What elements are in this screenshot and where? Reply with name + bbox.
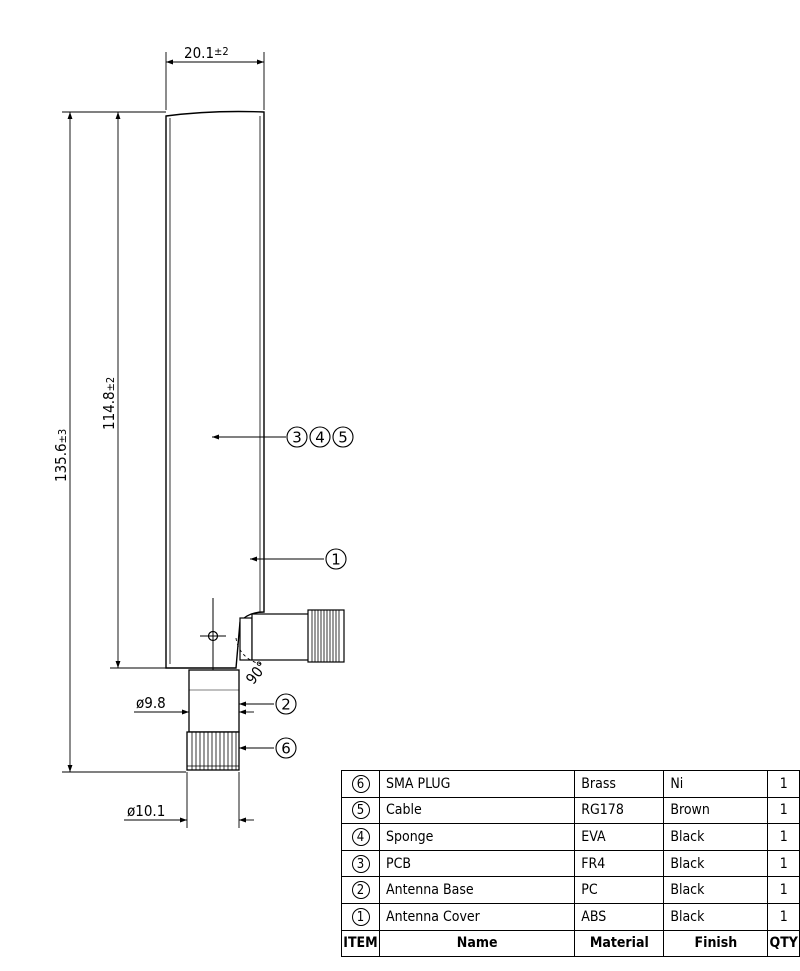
callout-6-num: 6 [281, 740, 291, 758]
bom-row: 2 Antenna Base PC Black 1 [341, 876, 800, 904]
bom-qty: 1 [767, 849, 800, 878]
dim-base-dia-label: ø9.8 [136, 694, 166, 712]
dim-cover-length-label: 114.8±2 [100, 377, 118, 430]
bom-name: Antenna Cover [378, 902, 576, 931]
bom-row: 6 SMA PLUG Brass Ni 1 [341, 770, 800, 798]
bom-qty: 1 [767, 770, 800, 798]
bom-name: Antenna Base [378, 876, 576, 904]
callout-2-num: 2 [281, 696, 291, 714]
dim-width-label: 20.1±2 [184, 44, 229, 62]
item-number: 6 [351, 774, 370, 793]
bom-material: EVA [574, 823, 665, 851]
angle-label: 90° [242, 658, 271, 688]
item-number: 2 [351, 881, 370, 900]
bom-finish: Black [663, 902, 769, 931]
bom-material: ABS [574, 902, 665, 931]
callout-1-num: 1 [331, 551, 341, 569]
item-number: 1 [351, 907, 370, 926]
dim-total-length [62, 111, 186, 773]
hinge-pivot [200, 598, 226, 680]
item-number: 4 [351, 827, 370, 846]
bom-header-finish: Finish [663, 929, 769, 958]
dim-total-length-label: 135.6±3 [52, 429, 70, 482]
bom-qty: 1 [767, 796, 800, 825]
bom-row: 1 Antenna Cover ABS Black 1 [341, 902, 800, 931]
callout-1: 1 [250, 548, 347, 570]
dim-plug-dia-label: ø10.1 [127, 802, 165, 820]
sma-plug [186, 731, 240, 771]
bom-header-row: ITEM Name Material Finish QTY [341, 929, 800, 958]
item-number: 5 [351, 801, 370, 820]
bill-of-materials: 6 SMA PLUG Brass Ni 1 5 Cable RG178 Brow… [341, 770, 800, 958]
bom-header-qty: QTY [767, 929, 800, 958]
bom-row: 5 Cable RG178 Brown 1 [341, 796, 800, 825]
bom-material: RG178 [574, 796, 665, 825]
callout-4-num: 4 [315, 429, 325, 447]
bom-finish: Black [663, 849, 769, 878]
bom-material: PC [574, 876, 665, 904]
antenna-base [188, 669, 240, 733]
bom-material: FR4 [574, 849, 665, 878]
bom-name: Sponge [378, 823, 576, 851]
bom-header-item: ITEM [341, 929, 380, 958]
callout-345: 3 4 5 [212, 426, 354, 448]
dim-plug-dia [124, 772, 254, 828]
bom-name: PCB [378, 849, 576, 878]
callout-3-num: 3 [292, 429, 302, 447]
bom-header-name: Name [378, 929, 576, 958]
dim-cover-length [110, 111, 166, 669]
dim-base-dia [134, 700, 254, 722]
bom-header-material: Material [574, 929, 665, 958]
bom-material: Brass [574, 770, 665, 798]
dim-width [165, 52, 265, 110]
bom-name: SMA PLUG [378, 770, 576, 798]
bom-row: 4 Sponge EVA Black 1 [341, 823, 800, 851]
bom-qty: 1 [767, 902, 800, 931]
bom-name: Cable [378, 796, 576, 825]
callout-2: 2 [239, 693, 297, 715]
bom-finish: Brown [663, 796, 769, 825]
angle-arc [235, 637, 263, 665]
bom-qty: 1 [767, 876, 800, 904]
bom-finish: Ni [663, 770, 769, 798]
bom-qty: 1 [767, 823, 800, 851]
item-number: 3 [351, 854, 370, 873]
sma-side-connector [239, 609, 345, 663]
callout-6: 6 [239, 737, 297, 759]
bom-finish: Black [663, 876, 769, 904]
antenna-cover [165, 110, 265, 669]
callout-5-num: 5 [338, 429, 348, 447]
bom-finish: Black [663, 823, 769, 851]
bom-row: 3 PCB FR4 Black 1 [341, 849, 800, 878]
